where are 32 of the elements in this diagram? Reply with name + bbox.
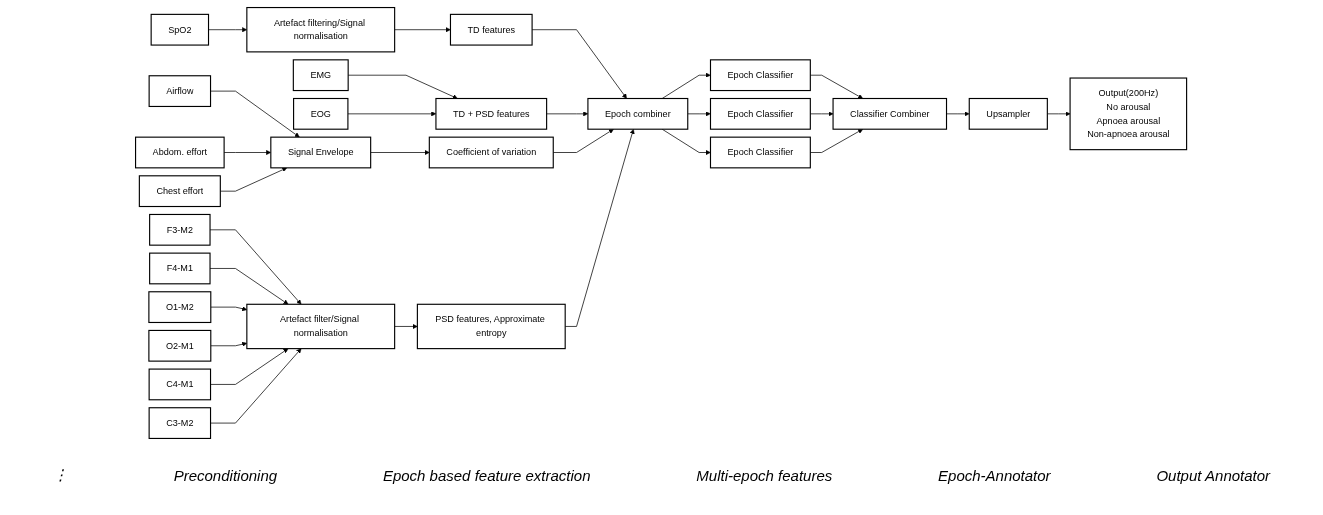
- node-box: Upsampler: [969, 97, 1049, 130]
- node-box: Classifier Combiner: [832, 97, 948, 130]
- node-box: PSD features, Approximate entropy: [417, 303, 567, 349]
- node-box: Artefact filtering/Signal normalisation: [246, 6, 396, 52]
- node-box: F3-M2: [149, 213, 211, 246]
- node-box: Coefficient of variation: [429, 136, 555, 168]
- node-box: TD + PSD features: [435, 97, 548, 130]
- node-box: Epoch Classifier: [710, 97, 812, 130]
- node-box: Signal Envelope: [270, 136, 372, 168]
- node-box: Airflow: [148, 74, 212, 107]
- node-box: C4-M1: [148, 368, 212, 400]
- node-box: Chest effort: [139, 174, 222, 207]
- node-box: SpO2: [151, 13, 210, 46]
- node-box: Output(200Hz) No arousal Apnoea arousal Non-apnoea arousal: [1069, 76, 1188, 150]
- section-label: ⋮: [52, 466, 68, 484]
- node-box: O1-M2: [148, 290, 212, 323]
- node-box: Epoch combiner: [587, 97, 689, 130]
- node-box: TD features: [450, 13, 534, 46]
- section-label: Epoch-Annotator: [938, 466, 1051, 484]
- node-box: O2-M1: [148, 329, 212, 362]
- node-box: F4-M1: [149, 252, 211, 284]
- node-box: EOG: [293, 97, 349, 130]
- section-label: Output Annotator: [1156, 466, 1271, 484]
- node-box: C3-M2: [148, 406, 212, 439]
- section-label: Preconditioning: [173, 466, 278, 484]
- node-box: Artefact filter/Signal normalisation: [246, 303, 396, 349]
- node-box: EMG: [293, 58, 350, 91]
- section-label: Epoch based feature extraction: [382, 466, 591, 484]
- node-box: Epoch Classifier: [710, 136, 812, 168]
- node-box: Epoch Classifier: [710, 58, 812, 91]
- section-label: Multi-epoch features: [696, 466, 833, 484]
- node-box: Abdom. effort: [135, 136, 226, 168]
